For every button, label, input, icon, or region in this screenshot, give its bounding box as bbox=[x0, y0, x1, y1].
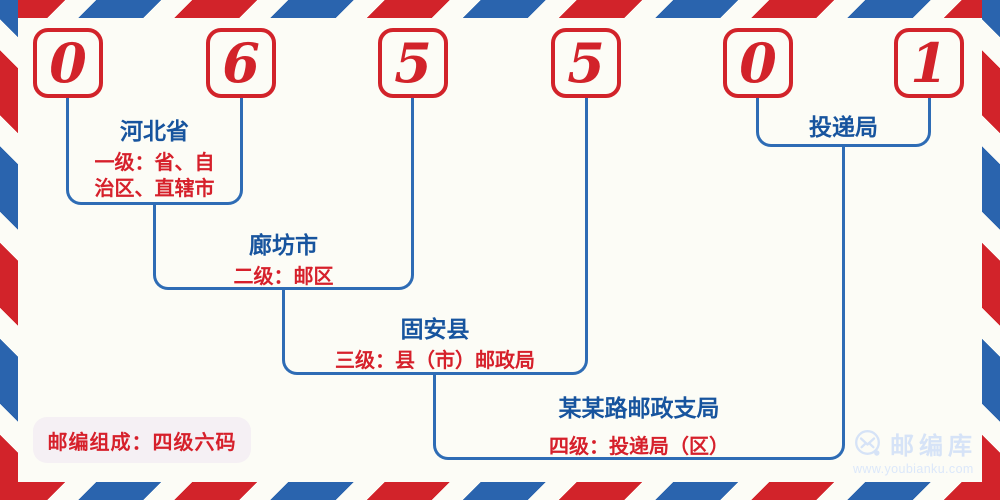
level2-description: 二级：邮区 bbox=[233, 266, 334, 288]
postal-digit-2: 6 bbox=[222, 31, 260, 95]
level3-label: 固安县 三级：县（市）邮政局 bbox=[282, 310, 588, 374]
postal-digit-5: 0 bbox=[739, 31, 777, 95]
postal-digit-box-4: 5 bbox=[551, 28, 621, 98]
connector-line-digit3 bbox=[411, 98, 414, 205]
level2-label: 廊坊市 二级：邮区 bbox=[153, 226, 414, 290]
connector-bracket-level4 bbox=[433, 375, 845, 460]
postal-digit-box-3: 5 bbox=[378, 28, 448, 98]
level4-name: 某某路邮政支局 bbox=[558, 395, 720, 421]
watermark-site-name: 邮编库 bbox=[890, 433, 977, 460]
airmail-border-right bbox=[982, 0, 1000, 500]
delivery-office-name: 投递局 bbox=[809, 114, 878, 140]
postal-digit-3: 5 bbox=[394, 31, 432, 95]
envelope-magnifier-icon bbox=[855, 429, 880, 456]
composition-text: 邮编组成：四级六码 bbox=[47, 431, 237, 454]
postal-digit-box-5: 0 bbox=[723, 28, 793, 98]
airmail-border-bottom bbox=[0, 482, 1000, 500]
connector-bracket-level1 bbox=[66, 98, 243, 205]
delivery-office-label: 投递局 bbox=[756, 108, 931, 142]
postal-digit-box-2: 6 bbox=[206, 28, 276, 98]
level1-description: 一级：省、自治区、直辖市 bbox=[94, 152, 215, 201]
connector-bracket-level2 bbox=[153, 205, 414, 290]
postal-digit-1: 0 bbox=[49, 31, 87, 95]
level4-label: 某某路邮政支局 四级：投递局（区） bbox=[433, 389, 845, 460]
level3-description: 三级：县（市）邮政局 bbox=[335, 350, 535, 372]
connector-line-delivery bbox=[842, 147, 845, 375]
level3-name: 固安县 bbox=[400, 316, 470, 342]
level1-name: 河北省 bbox=[120, 118, 189, 144]
airmail-border-left bbox=[0, 0, 18, 500]
postal-digit-box-1: 0 bbox=[33, 28, 103, 98]
connector-bracket-level3 bbox=[282, 290, 588, 375]
postal-digit-4: 5 bbox=[567, 31, 605, 95]
postal-digit-box-6: 1 bbox=[894, 28, 964, 98]
level2-name: 廊坊市 bbox=[249, 232, 318, 258]
level1-label: 河北省 一级：省、自治区、直辖市 bbox=[66, 112, 243, 203]
watermark-site-url[interactable]: www.youbianku.com bbox=[853, 462, 974, 476]
composition-badge: 邮编组成：四级六码 bbox=[33, 417, 251, 463]
site-watermark[interactable]: 邮编库 www.youbianku.com bbox=[853, 426, 981, 476]
airmail-border-top bbox=[0, 0, 1000, 18]
level4-description: 四级：投递局（区） bbox=[549, 436, 729, 458]
connector-bracket-delivery bbox=[756, 98, 931, 147]
postal-digit-6: 1 bbox=[910, 31, 948, 95]
connector-line-digit4 bbox=[585, 98, 588, 290]
